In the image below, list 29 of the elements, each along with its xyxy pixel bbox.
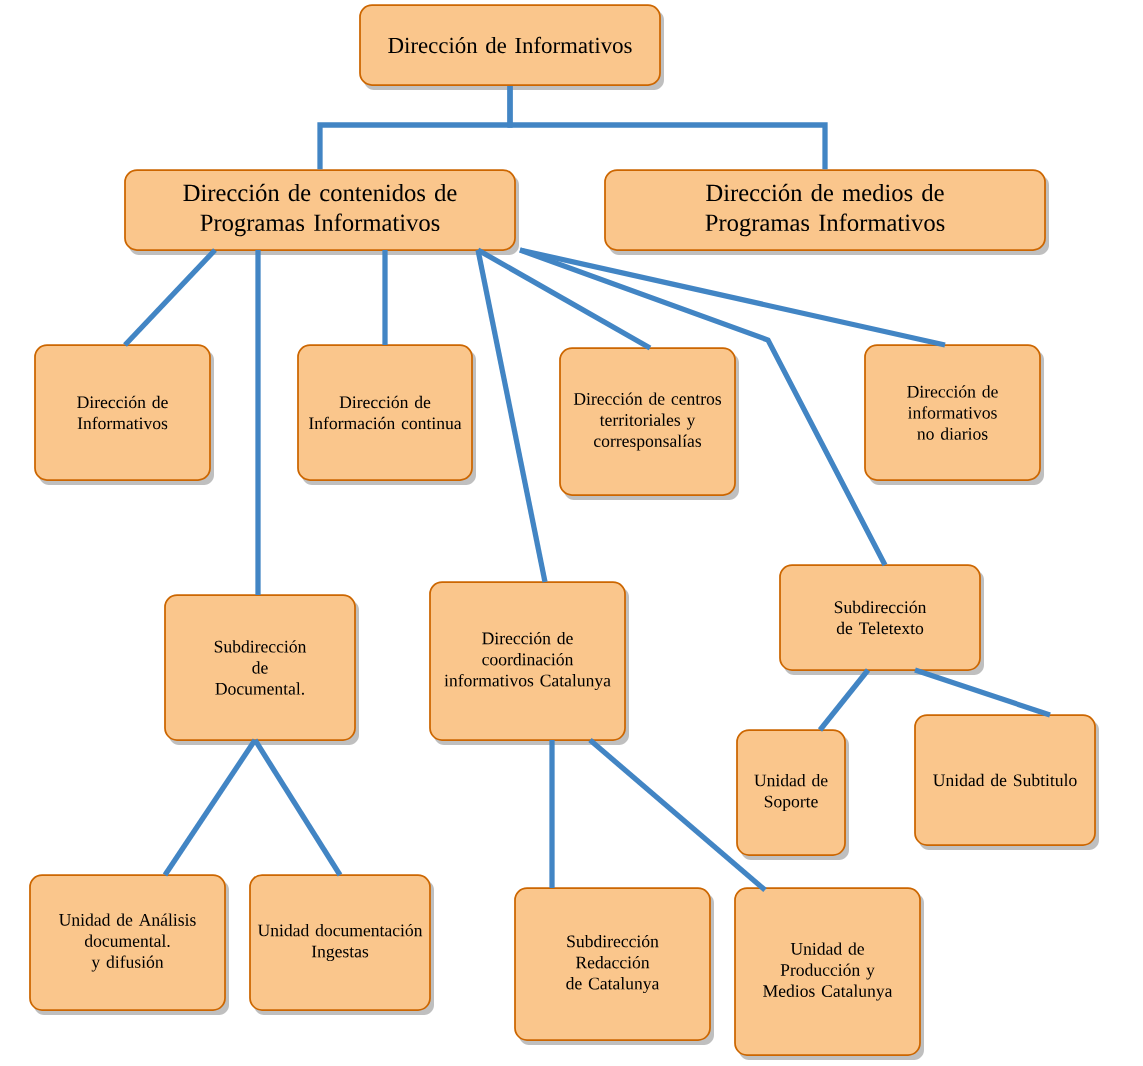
connector-line xyxy=(588,738,767,892)
connector-line xyxy=(507,85,828,170)
org-box: Dirección de medios de Programas Informativos xyxy=(604,169,1046,251)
org-box: Subdirección de Teletexto xyxy=(779,564,981,671)
org-box: Dirección de coordinación informativos Catalunya xyxy=(429,581,626,741)
org-box: Dirección de informativos no diarios xyxy=(864,344,1041,481)
connector-line xyxy=(914,667,1051,718)
connector-line xyxy=(252,738,343,877)
org-box: Unidad documentación Ingestas xyxy=(249,874,431,1011)
connector-line xyxy=(123,248,217,347)
org-box: Unidad de Análisis documental. y difusión xyxy=(29,874,226,1011)
org-box: Dirección de contenidos de Programas Informativos xyxy=(124,169,516,251)
connector-line xyxy=(519,247,946,348)
org-box: Unidad de Producción y Medios Catalunya xyxy=(734,887,921,1056)
org-box: Dirección de Información continua xyxy=(297,344,473,481)
org-box: Unidad de Subtitulo xyxy=(914,714,1096,846)
org-box: Dirección de Informativos xyxy=(359,4,661,86)
org-box: Subdirección de Documental. xyxy=(164,594,356,741)
org-box: Dirección de Informativos xyxy=(34,344,211,481)
connector-line xyxy=(476,247,652,351)
org-box: Subdirección Redacción de Catalunya xyxy=(514,887,711,1041)
connector-line xyxy=(382,250,388,345)
connector-line xyxy=(162,738,258,877)
org-box: Dirección de centros territoriales y corresponsalías xyxy=(559,347,736,496)
connector-line xyxy=(549,740,555,888)
connector-line xyxy=(255,250,261,595)
org-box: Unidad de Soporte xyxy=(736,729,846,856)
connector-line xyxy=(475,249,548,583)
connector-line xyxy=(817,668,871,732)
